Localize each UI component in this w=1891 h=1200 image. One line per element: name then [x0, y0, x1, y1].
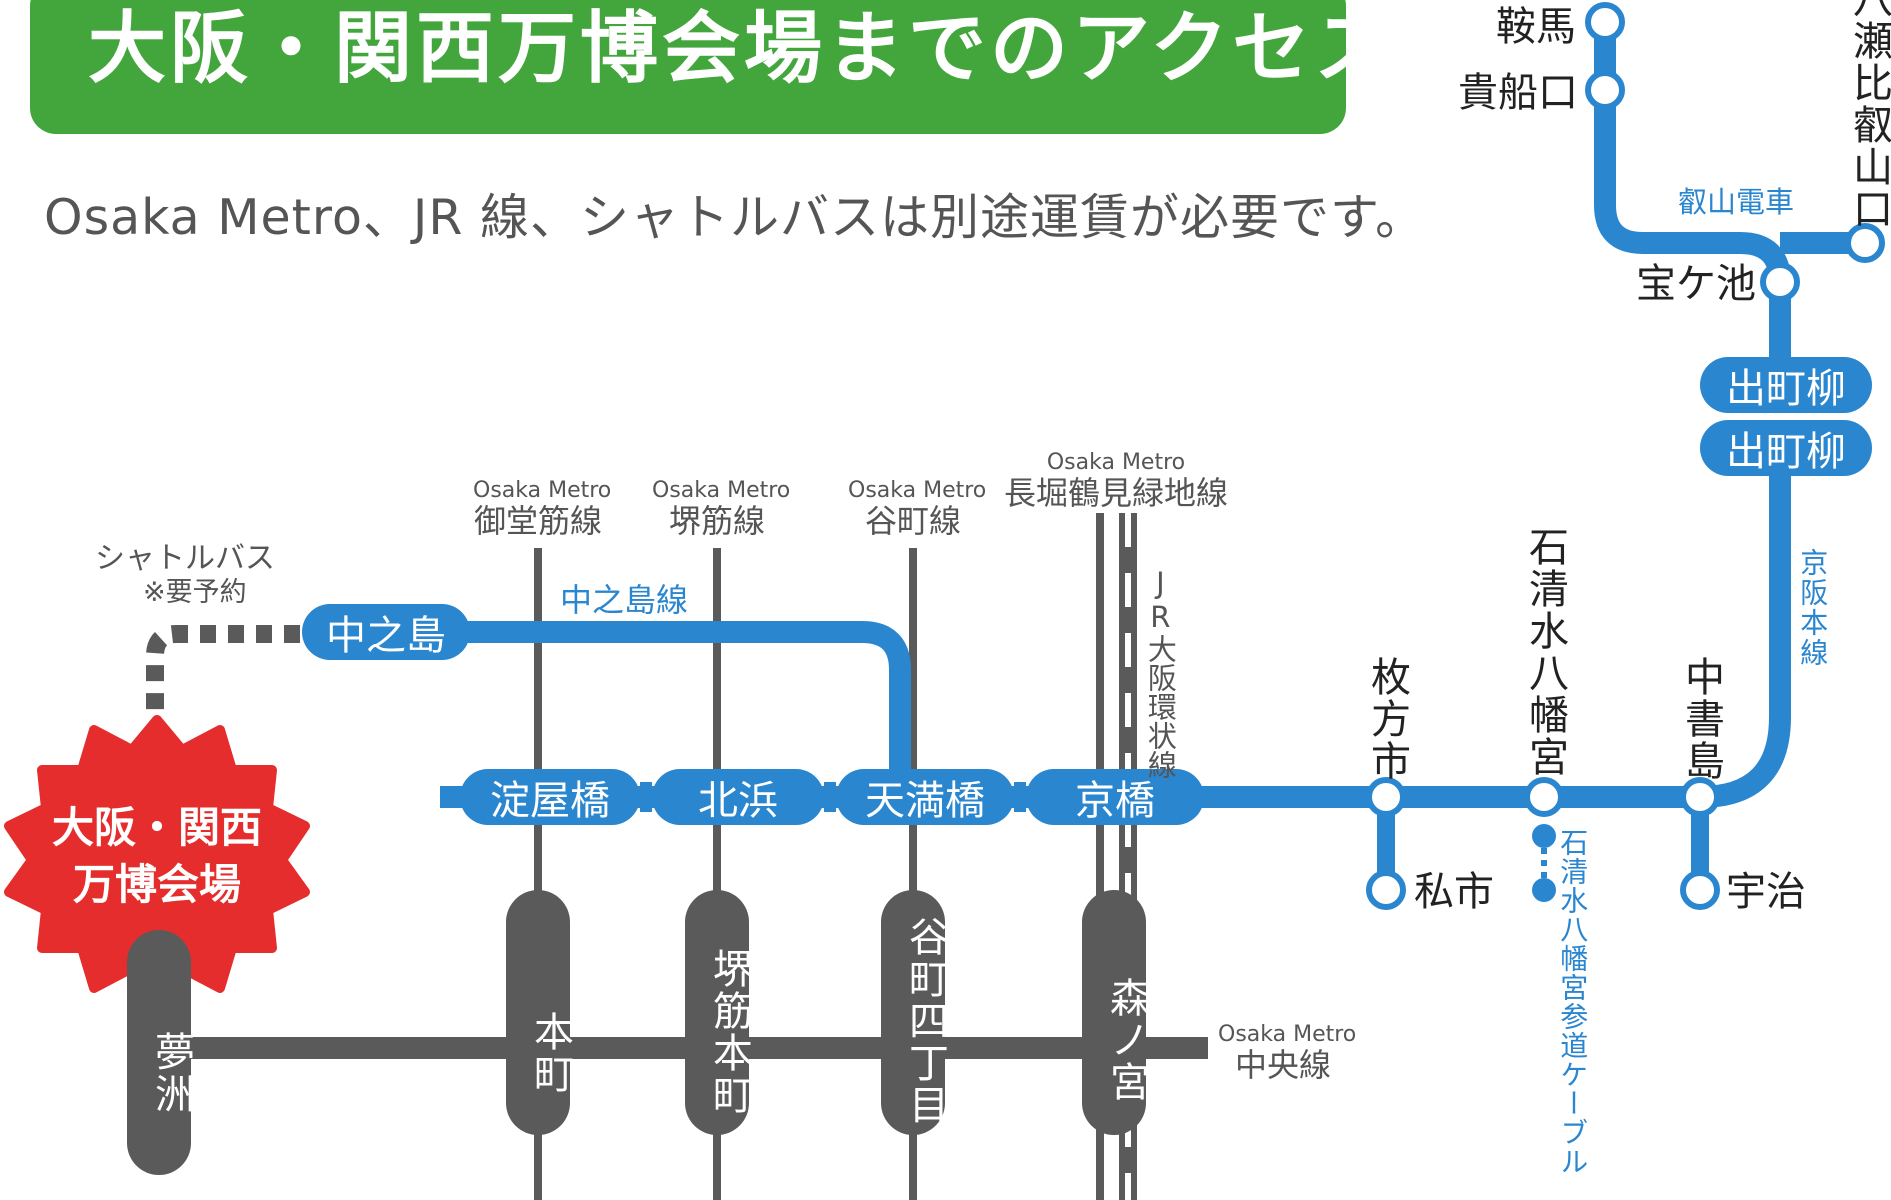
station-tanimachi4[interactable]: 谷町四丁目	[881, 890, 948, 1135]
station-tenmabashi[interactable]: 天満橋	[836, 769, 1014, 825]
station-kyobashi[interactable]: 京橋	[1026, 769, 1204, 825]
station-kibuneguchi-marker	[1585, 70, 1625, 110]
shuttle-bus-route	[146, 625, 300, 720]
sakaisuji-operator: Osaka Metro	[652, 478, 791, 503]
tanimachi-operator: Osaka Metro	[848, 478, 987, 503]
nagahori-line-label: Osaka Metro 長堀鶴見緑地線	[1000, 450, 1232, 512]
chuo-name: 中央線	[1234, 1046, 1331, 1085]
midosuji-operator: Osaka Metro	[473, 478, 612, 503]
tanimachi-name: 谷町線	[864, 502, 961, 541]
shuttle-bus-name: シャトルバス	[95, 541, 275, 576]
sakaisuji-line-label: Osaka Metro 堺筋線	[652, 478, 791, 541]
station-iwashimizu-marker	[1524, 777, 1564, 817]
shuttle-bus-label: シャトルバス ※要予約	[95, 541, 275, 608]
cable-station-top	[1532, 824, 1556, 848]
jr-loop-line-label: JR大阪環状線	[1143, 566, 1178, 779]
station-yodoyabashi[interactable]: 淀屋橋	[460, 769, 640, 825]
station-hirakatashi-marker	[1366, 777, 1406, 817]
sakaisuji-name: 堺筋線	[668, 502, 765, 541]
title-banner: 大阪・関西万博会場までのアクセス	[30, 0, 1397, 134]
nakanoshima-line-label: 中之島線	[560, 581, 689, 619]
station-yumeshima[interactable]: 夢洲	[127, 930, 194, 1175]
midosuji-name: 御堂筋線	[473, 502, 602, 541]
station-takaragaike-marker	[1760, 262, 1800, 302]
chuo-line-label: Osaka Metro 中央線	[1218, 1022, 1357, 1085]
station-hirakatashi[interactable]: 枚方市	[1364, 656, 1410, 782]
tanimachi-line-label: Osaka Metro 谷町線	[848, 478, 987, 541]
station-kibuneguchi[interactable]: 貴船口	[1458, 70, 1578, 116]
station-takaragaike[interactable]: 宝ケ池	[1636, 261, 1756, 307]
station-uji-marker	[1680, 870, 1720, 910]
station-kisaichi-marker	[1366, 870, 1406, 910]
shuttle-bus-note: ※要予約	[143, 576, 247, 608]
station-honmachi[interactable]: 本町	[506, 890, 573, 1135]
station-chushojima[interactable]: 中書島	[1678, 656, 1724, 782]
page-title: 大阪・関西万博会場までのアクセス	[88, 4, 1397, 94]
station-morinomiya[interactable]: 森ノ宮	[1082, 890, 1149, 1135]
station-demachiyanagi-eizan[interactable]: 出町柳	[1700, 357, 1872, 413]
station-kitahama[interactable]: 北浜	[652, 769, 824, 825]
station-sakaisuji-honmachi[interactable]: 堺筋本町	[685, 890, 752, 1135]
station-kurama[interactable]: 鞍馬	[1496, 4, 1576, 50]
keihan-main-line-label: 京阪本線	[1796, 548, 1830, 668]
chuo-operator: Osaka Metro	[1218, 1022, 1357, 1047]
fare-note: Osaka Metro、JR 線、シャトルバスは別途運賃が必要です。	[44, 189, 1426, 246]
station-kisaichi[interactable]: 私市	[1414, 869, 1494, 915]
nagahori-operator: Osaka Metro	[1046, 450, 1186, 475]
station-chushojima-marker	[1680, 777, 1720, 817]
venue-label: 大阪・関西 万博会場	[22, 800, 292, 913]
station-kurama-marker	[1585, 2, 1625, 42]
nagahori-name: 長堀鶴見緑地線	[1003, 474, 1228, 513]
station-yase-marker	[1845, 223, 1885, 263]
venue-label-line2: 万博会場	[72, 859, 241, 909]
station-yase[interactable]: 八瀬比叡山口	[1846, 0, 1891, 230]
cable-station-bottom	[1532, 878, 1556, 902]
venue-label-line1: 大阪・関西	[51, 803, 262, 852]
nakanoshima-line-track	[360, 621, 911, 797]
station-uji[interactable]: 宇治	[1726, 869, 1806, 915]
midosuji-line-label: Osaka Metro 御堂筋線	[473, 478, 612, 541]
station-nakanoshima[interactable]: 中之島	[302, 604, 470, 660]
station-demachiyanagi-keihan[interactable]: 出町柳	[1700, 420, 1872, 476]
eizan-line-label: 叡山電車	[1678, 185, 1795, 219]
cable-line-label: 石清水八幡宮参道ケーブル	[1556, 828, 1590, 1176]
station-iwashimizu[interactable]: 石清水八幡宮	[1522, 526, 1568, 778]
